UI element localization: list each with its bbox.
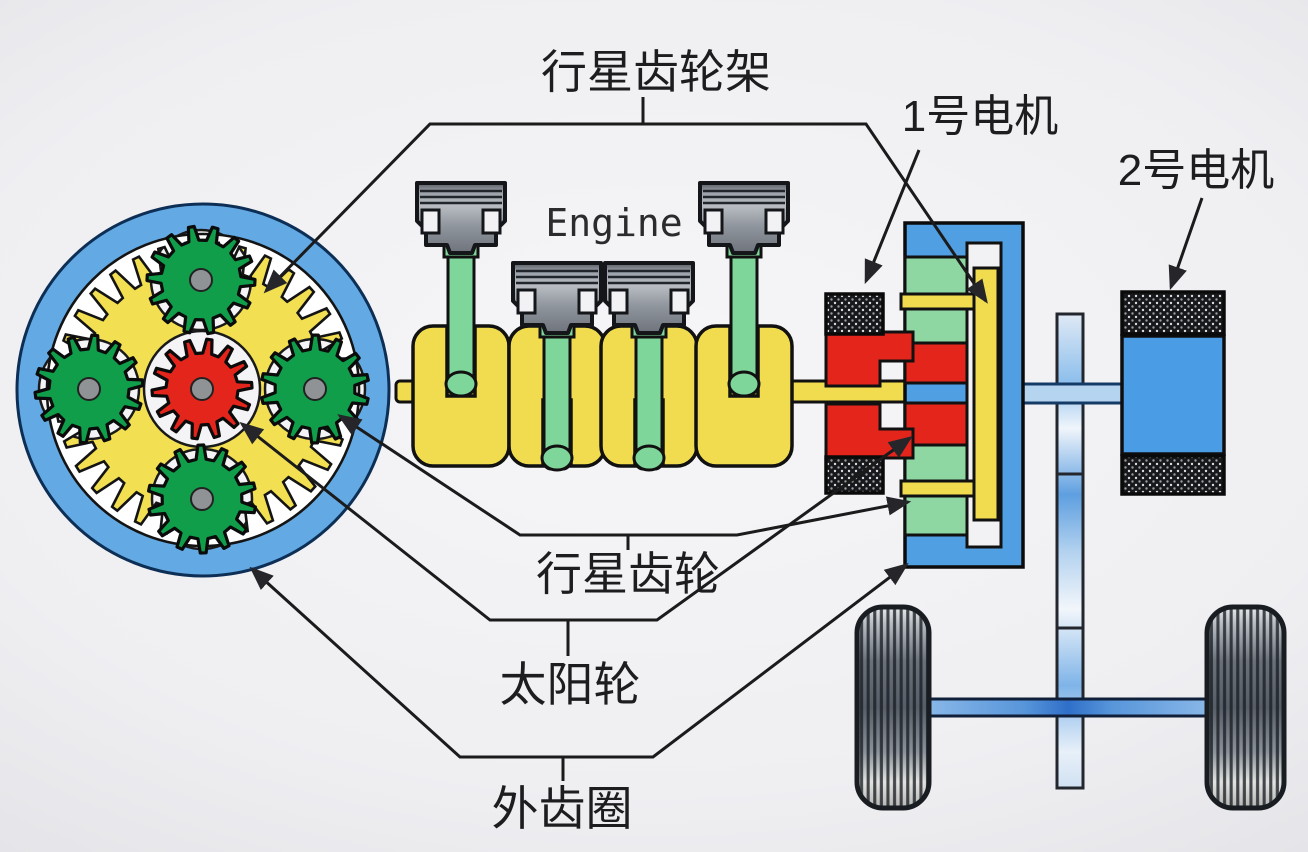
connecting-rod	[446, 243, 476, 393]
piston-skirt-window	[481, 208, 502, 235]
mg1-stator-top	[824, 292, 885, 336]
piston-skirt-window	[764, 208, 785, 235]
engine-label: Engine	[545, 201, 682, 245]
piston-skirt-window	[703, 208, 724, 235]
pinion-shaft-top	[899, 292, 977, 311]
psd-sun-gear-block-top	[903, 341, 969, 385]
mg1-rotor-bottom	[824, 402, 915, 460]
label-sun-gear: 太阳轮	[500, 658, 641, 711]
label-planet-gear: 行星齿轮	[536, 548, 720, 600]
ring-pointer-right	[561, 562, 909, 759]
psd-sun-gear-block-bottom	[903, 401, 969, 447]
driveline	[854, 312, 1287, 811]
connecting-rod	[729, 243, 759, 393]
wheel-left	[854, 604, 932, 811]
mg2-stator-top	[1120, 290, 1226, 336]
mg2-output-shaft	[1019, 382, 1126, 405]
motor2-pointer	[1168, 197, 1204, 291]
gear-hubs	[77, 268, 327, 511]
motor1-pointer	[864, 149, 921, 285]
piston-skirt-window	[577, 288, 598, 315]
ring-pointer-left	[249, 566, 565, 759]
label-planet-carrier: 行星齿轮架	[541, 46, 771, 98]
sun-pointer-right	[566, 436, 913, 622]
rod-big-end	[540, 444, 574, 472]
mg2-stator-bottom	[1120, 454, 1226, 496]
piston-skirt-window	[608, 288, 629, 315]
rod-big-end	[444, 370, 478, 398]
wheel-right	[1204, 604, 1287, 811]
pinion-shaft-bottom	[899, 479, 977, 498]
label-motor-1: 1号电机	[902, 92, 1058, 141]
rod-big-end	[632, 444, 666, 472]
final-drive-gear-middle	[1055, 472, 1085, 630]
annotations	[239, 97, 1204, 781]
carrier-pointer-right	[643, 122, 988, 304]
piston-skirt-window	[669, 288, 690, 315]
motor-2-assembly	[1120, 290, 1226, 496]
drive-axle	[924, 697, 1212, 718]
rod-big-end	[727, 370, 761, 398]
piston-skirt-window	[516, 288, 537, 315]
carrier-plate	[972, 266, 1000, 522]
engine-illustration: Engine	[394, 181, 979, 472]
label-motor-2: 2号电机	[1118, 146, 1274, 195]
label-texts: 行星齿轮架 1号电机 2号电机 行星齿轮 太阳轮 外齿圈	[492, 46, 1275, 835]
carrier-pointer-left	[263, 122, 645, 294]
planetary-gearset-illustration	[15, 202, 391, 578]
sun-pointer-left	[239, 421, 570, 622]
piston-skirt-window	[420, 208, 441, 235]
mg2-rotor	[1120, 334, 1226, 456]
planet-pointer-right	[628, 496, 912, 537]
planet-pointer-left	[337, 414, 630, 537]
label-outer-ring-gear: 外齿圈	[492, 782, 633, 835]
mg1-rotor-top	[824, 330, 915, 388]
